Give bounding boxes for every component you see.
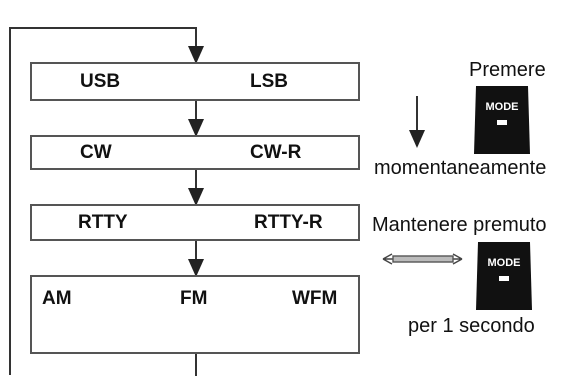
mode-key-icon: MODE xyxy=(472,84,532,156)
mode-box-am-fm-wfm xyxy=(30,275,360,354)
mode-key-icon: MODE xyxy=(474,240,534,312)
mode-box-cw xyxy=(30,135,360,170)
hold-arrow xyxy=(382,253,463,265)
mode-label-left: CW xyxy=(80,142,112,163)
mode-key-text: MODE xyxy=(488,257,521,269)
press-sub-label: momentaneamente xyxy=(374,157,547,179)
mode-label-left: RTTY xyxy=(78,212,128,233)
mode-box-usb-lsb xyxy=(30,62,360,101)
press-label: Premere xyxy=(469,59,546,81)
mode-label-right: CW-R xyxy=(250,142,302,163)
mode-box-rtty xyxy=(30,204,360,241)
mode-label-wfm: WFM xyxy=(292,288,338,309)
mode-label-am: AM xyxy=(42,288,72,309)
loop-line xyxy=(9,27,204,375)
mode-label-left: USB xyxy=(80,71,121,92)
hold-sub-label: per 1 secondo xyxy=(408,315,535,337)
hold-label: Mantenere premuto xyxy=(372,214,547,236)
mode-label-fm: FM xyxy=(180,288,208,309)
mode-key-text: MODE xyxy=(486,101,519,113)
mode-label-right: LSB xyxy=(250,71,288,92)
mode-label-right: RTTY-R xyxy=(254,212,323,233)
